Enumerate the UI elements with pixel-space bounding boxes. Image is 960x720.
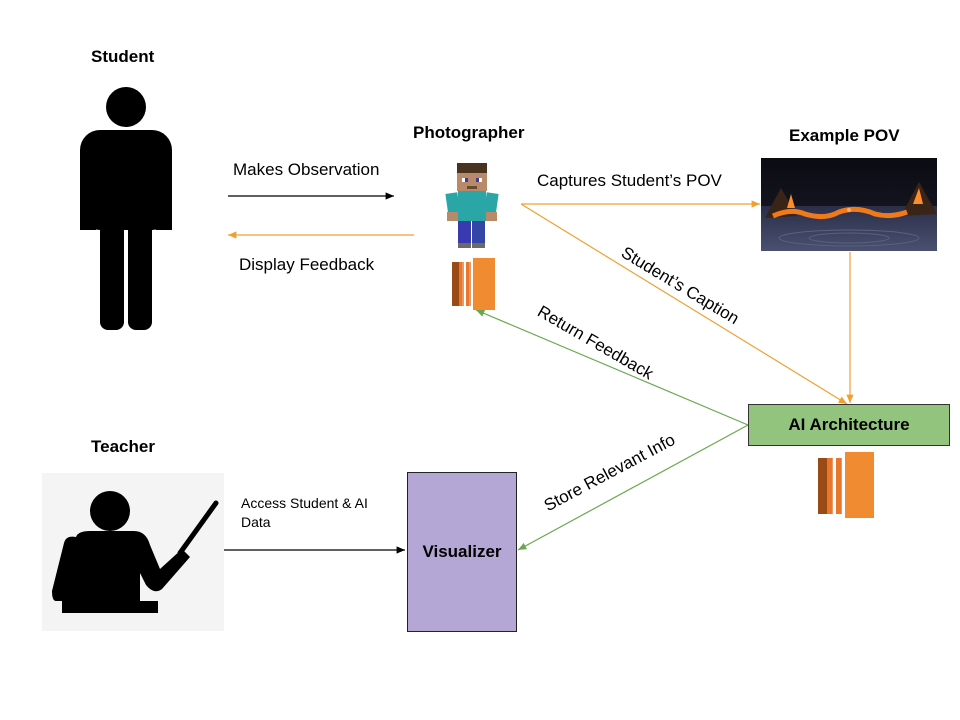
display-feedback-label: Display Feedback [239,255,375,274]
ai-architecture-label: AI Architecture [788,415,910,434]
example-pov-image [761,158,937,251]
example-pov-heading: Example POV [789,126,900,145]
captures-pov-label: Captures Student’s POV [537,171,722,190]
makes-observation-label: Makes Observation [233,160,380,179]
arrow-store-relevant-info [517,424,749,551]
photographer-ec2-icon [452,258,495,310]
arrow-students-caption [520,203,848,405]
teacher-heading: Teacher [91,437,155,456]
teacher-icon-panel [42,473,224,631]
access-data-label: Access Student & AI Data [241,495,368,530]
student-person-icon [80,87,172,330]
photographer-heading: Photographer [413,123,525,142]
student-heading: Student [91,47,155,66]
photographer-steve-icon [445,163,499,248]
teacher-pointer-icon [52,491,219,613]
visualizer-box: Visualizer [407,472,517,632]
ai-architecture-box: AI Architecture [748,404,950,446]
visualizer-label: Visualizer [422,542,502,561]
arrow-return-feedback [475,309,749,426]
ai-ec2-icon [818,452,874,518]
